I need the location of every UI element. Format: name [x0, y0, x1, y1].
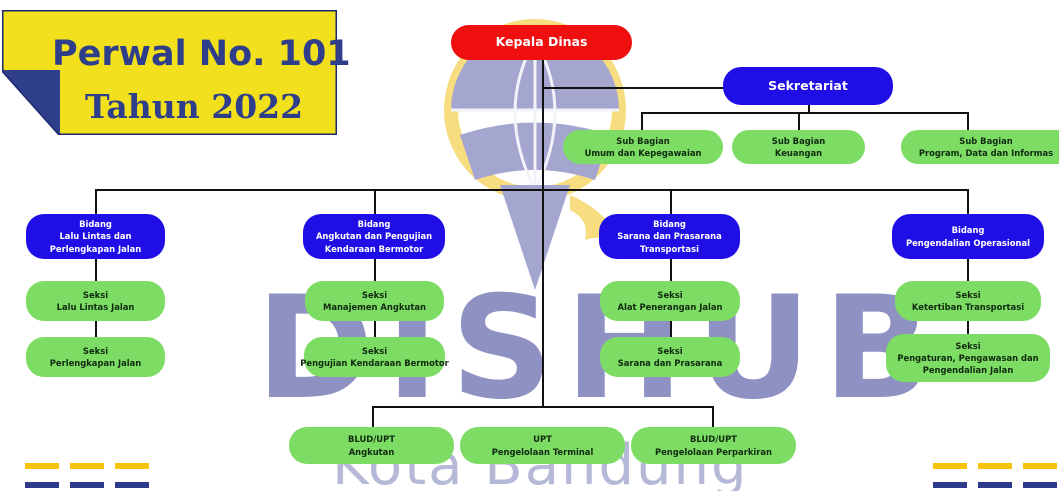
- node-seksi-ketertiban: Seksi Ketertiban Transportasi: [895, 281, 1041, 321]
- seksi-pengujian-kendaraan-line1: Seksi: [361, 345, 388, 356]
- sub-bagian-program-line2: Program, Data dan Informas: [918, 148, 1054, 158]
- stripe-right-yellow-1: [933, 463, 967, 469]
- seksi-perlengkapan-jalan-line2: Perlengkapan Jalan: [49, 358, 142, 368]
- title-tahun: Tahun 2022: [85, 87, 304, 126]
- stripe-left-blue-2: [70, 482, 104, 488]
- seksi-ketertiban-line2: Ketertiban Transportasi: [911, 302, 1025, 312]
- bidang-pengendalian-line1: Bidang: [951, 225, 985, 236]
- title-perwal: Perwal No. 101: [52, 34, 351, 74]
- seksi-ketertiban-line1: Seksi: [955, 289, 981, 300]
- upt-perparkiran-line1: BLUD/UPT: [690, 434, 737, 445]
- connector-head-spine: [542, 58, 544, 408]
- connector-head-secretariat: [542, 87, 724, 89]
- bidang-pengendalian-line2: Pengendalian Operasional: [905, 237, 1030, 248]
- seksi-pengaturan-line3: Pengendalian Jalan: [922, 365, 1014, 376]
- connector-bidang-2: [374, 189, 376, 216]
- node-sub-bagian-umum: Sub Bagian Umum dan Kepegawaian: [563, 130, 723, 164]
- stripe-left-blue-3: [115, 482, 149, 488]
- node-upt-perparkiran: BLUD/UPT Pengelolaan Perparkiran: [631, 427, 796, 464]
- upt-perparkiran-line2: Pengelolaan Perparkiran: [654, 446, 773, 457]
- stripe-right-blue-2: [978, 482, 1012, 488]
- bidang-lalu-lintas-line3: Perlengkapan Jalan: [49, 243, 142, 254]
- seksi-manajemen-angkutan-line1: Seksi: [361, 289, 388, 300]
- node-kepala-dinas: Kepala Dinas: [451, 25, 632, 60]
- bidang-sarana-line3: Transportasi: [640, 243, 699, 254]
- upt-angkutan-line1: BLUD/UPT: [348, 434, 395, 445]
- connector-bidang-1: [95, 189, 97, 216]
- node-seksi-alat-penerangan: Seksi Alat Penerangan Jalan: [600, 281, 740, 321]
- node-sekretariat: Sekretariat: [723, 67, 893, 105]
- stripe-right-yellow-3: [1023, 463, 1057, 469]
- node-seksi-sarana-prasarana: Seksi Sarana dan Prasarana: [600, 337, 740, 377]
- seksi-pengujian-kendaraan-line2: Pengujian Kendaraan Bermotor: [300, 358, 449, 368]
- upt-angkutan-line2: Angkutan: [348, 446, 395, 457]
- seksi-sarana-prasarana-line1: Seksi: [657, 345, 683, 356]
- node-bidang-angkutan: Bidang Angkutan dan Pengujian Kendaraan …: [303, 214, 445, 259]
- connector-bidang-4: [967, 189, 969, 216]
- node-seksi-lalu-lintas-jalan: Seksi Lalu Lintas Jalan: [26, 281, 165, 321]
- bidang-angkutan-line2: Angkutan dan Pengujian: [315, 231, 433, 242]
- connector-upt-3: [712, 406, 714, 428]
- stripe-left-yellow-3: [115, 463, 149, 469]
- connector-bidang-bus: [95, 189, 969, 191]
- seksi-pengaturan-line2: Pengaturan, Pengawasan dan: [897, 352, 1039, 363]
- title-badge-shape: [2, 10, 337, 135]
- seksi-alat-penerangan-line2: Alat Penerangan Jalan: [617, 302, 723, 312]
- node-seksi-pengaturan: Seksi Pengaturan, Pengawasan dan Pengend…: [886, 334, 1050, 382]
- bidang-lalu-lintas-line1: Bidang: [79, 219, 112, 230]
- node-sekretariat-label: Sekretariat: [768, 77, 848, 93]
- stripe-left-yellow-1: [25, 463, 59, 469]
- connector-sub-1: [641, 112, 643, 132]
- bidang-angkutan-line3: Kendaraan Bermotor: [324, 243, 424, 254]
- connector-sub-2: [798, 112, 800, 132]
- node-kepala-dinas-label: Kepala Dinas: [495, 34, 588, 50]
- sub-bagian-program-line1: Sub Bagian: [959, 135, 1013, 146]
- stripe-right-blue-3: [1023, 482, 1057, 488]
- upt-terminal-line2: Pengelolaan Terminal: [491, 446, 594, 457]
- bidang-lalu-lintas-line2: Lalu Lintas dan: [59, 231, 132, 242]
- bidang-sarana-line2: Sarana dan Prasarana: [617, 231, 722, 242]
- node-sub-bagian-program: Sub Bagian Program, Data dan Informas: [901, 130, 1059, 164]
- node-seksi-manajemen-angkutan: Seksi Manajemen Angkutan: [305, 281, 444, 321]
- seksi-manajemen-angkutan-line2: Manajemen Angkutan: [322, 302, 427, 312]
- node-bidang-pengendalian: Bidang Pengendalian Operasional: [892, 214, 1044, 259]
- node-seksi-perlengkapan-jalan: Seksi Perlengkapan Jalan: [26, 337, 165, 377]
- sub-bagian-keuangan-line2: Keuangan: [774, 148, 823, 158]
- connector-bidang-3: [670, 189, 672, 216]
- node-upt-terminal: UPT Pengelolaan Terminal: [460, 427, 625, 464]
- stripe-right-blue-1: [933, 482, 967, 488]
- node-sub-bagian-keuangan: Sub Bagian Keuangan: [732, 130, 865, 164]
- seksi-alat-penerangan-line1: Seksi: [657, 289, 683, 300]
- seksi-lalu-lintas-jalan-line1: Seksi: [82, 289, 109, 300]
- connector-upt-bus: [372, 406, 714, 408]
- connector-secretariat-down: [808, 103, 810, 114]
- stripe-left-blue-1: [25, 482, 59, 488]
- seksi-perlengkapan-jalan-line1: Seksi: [82, 345, 109, 356]
- node-bidang-sarana: Bidang Sarana dan Prasarana Transportasi: [599, 214, 740, 259]
- node-upt-angkutan: BLUD/UPT Angkutan: [289, 427, 454, 464]
- connector-upt-1: [372, 406, 374, 428]
- node-bidang-lalu-lintas: Bidang Lalu Lintas dan Perlengkapan Jala…: [26, 214, 165, 259]
- sub-bagian-keuangan-line1: Sub Bagian: [771, 135, 826, 146]
- upt-terminal-line1: UPT: [533, 434, 552, 445]
- seksi-lalu-lintas-jalan-line2: Lalu Lintas Jalan: [56, 302, 135, 312]
- stripe-left-yellow-2: [70, 463, 104, 469]
- sub-bagian-umum-line2: Umum dan Kepegawaian: [584, 148, 702, 158]
- connector-sub-bus: [641, 112, 967, 114]
- sub-bagian-umum-line1: Sub Bagian: [616, 135, 670, 146]
- stripe-right-yellow-2: [978, 463, 1012, 469]
- connector-sub-3: [967, 112, 969, 132]
- bidang-sarana-line1: Bidang: [653, 219, 686, 230]
- node-seksi-pengujian-kendaraan: Seksi Pengujian Kendaraan Bermotor: [300, 337, 449, 377]
- seksi-pengaturan-line1: Seksi: [955, 340, 981, 351]
- seksi-sarana-prasarana-line2: Sarana dan Prasarana: [617, 358, 723, 368]
- bidang-angkutan-line1: Bidang: [357, 219, 391, 230]
